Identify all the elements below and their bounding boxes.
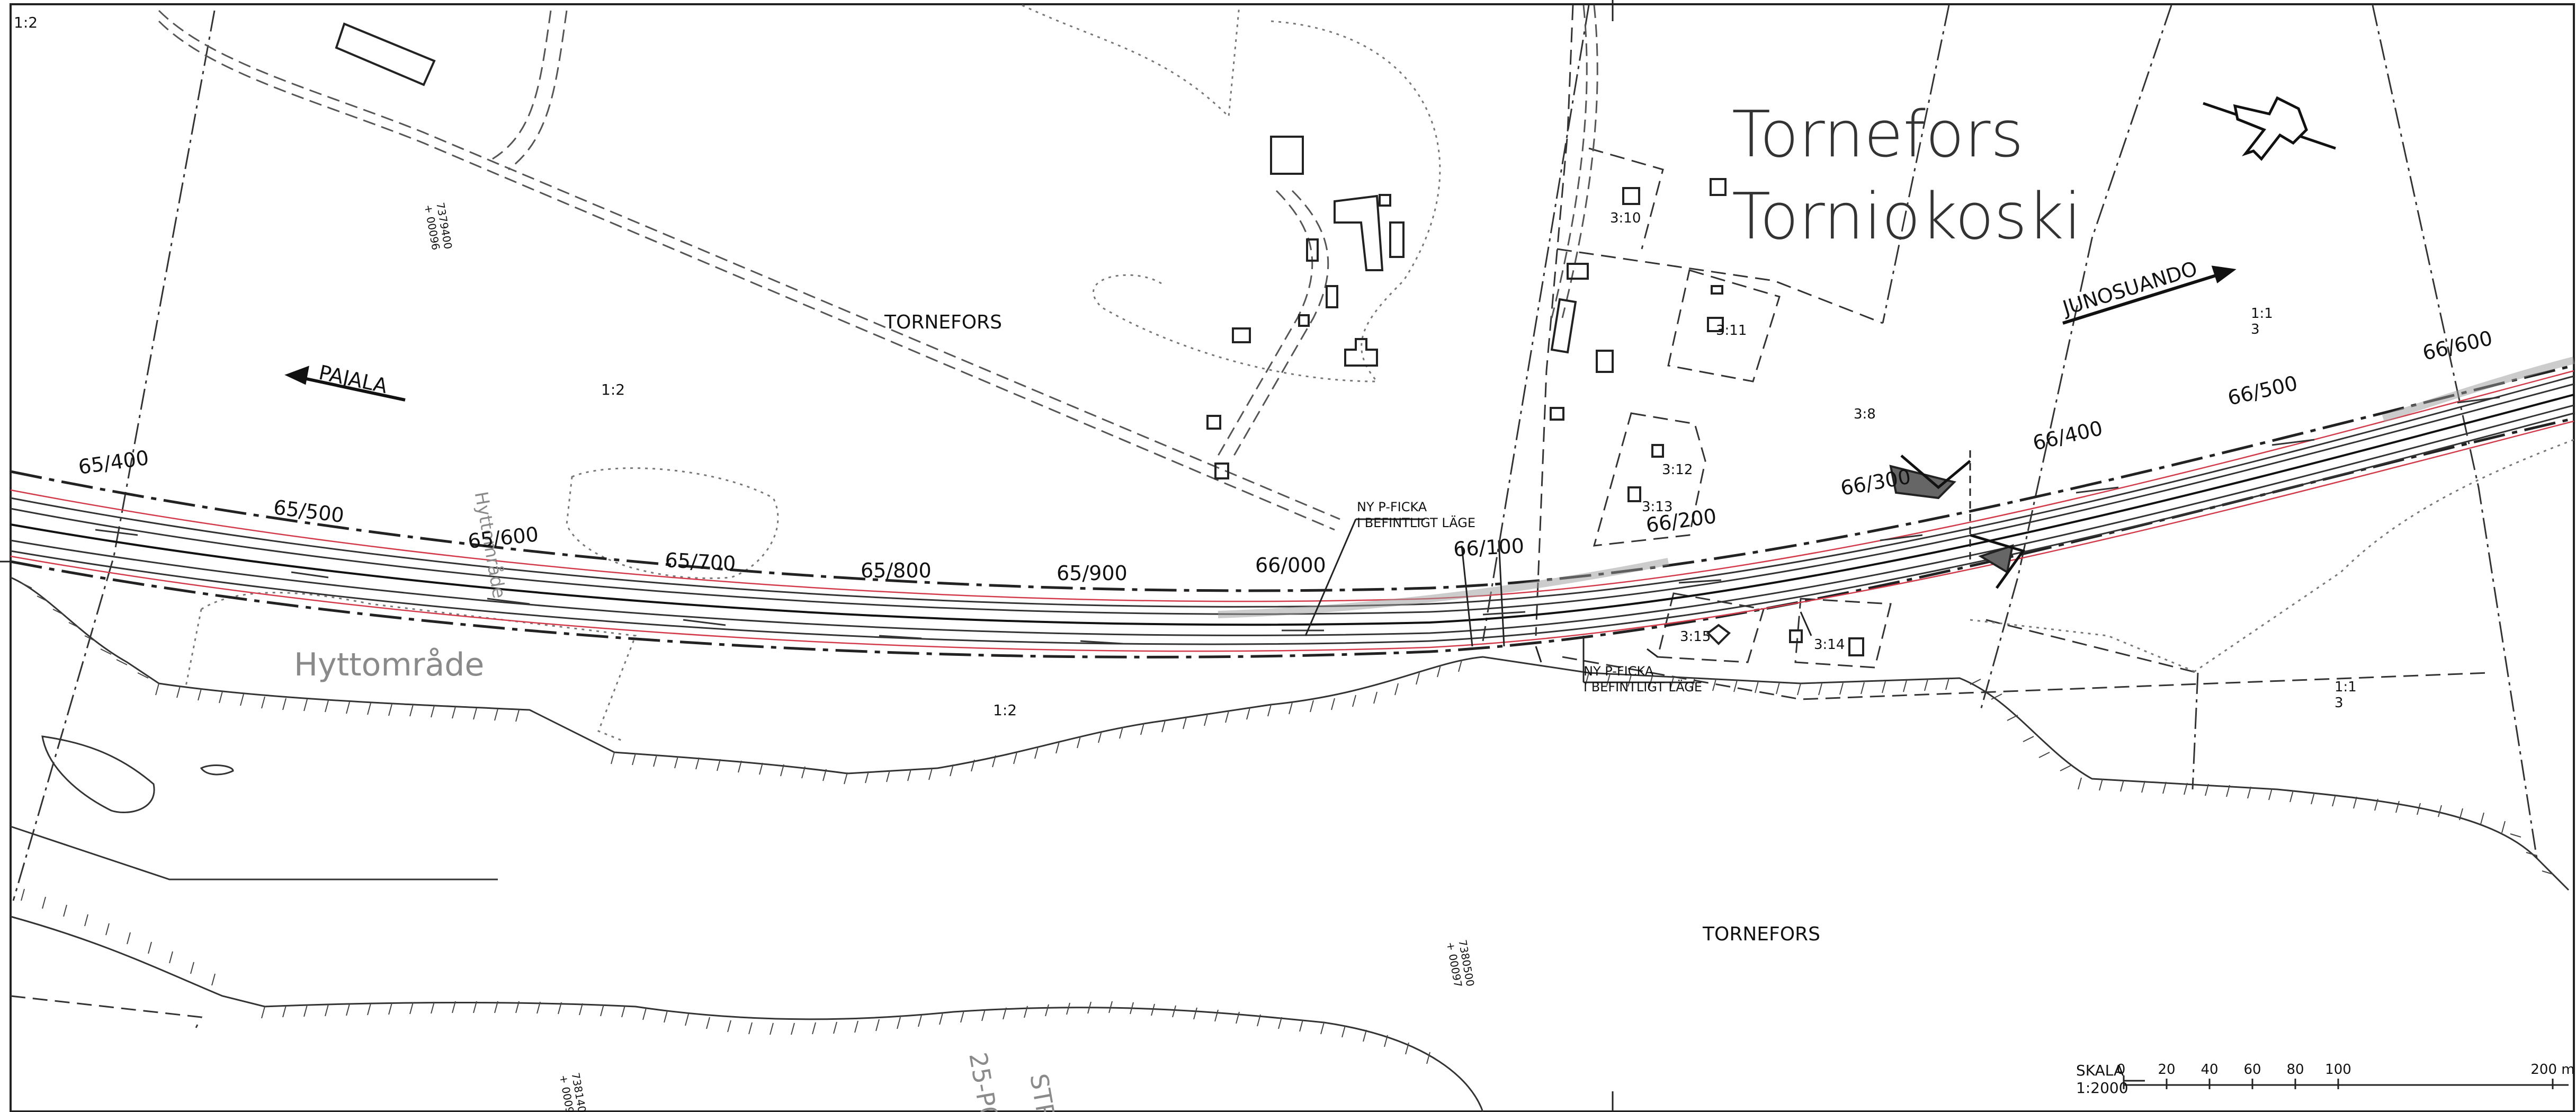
parcel-label: 3:13 xyxy=(1642,499,1672,515)
chainage-label: 65/400 xyxy=(77,446,150,479)
chainage-label: 66/400 xyxy=(2031,416,2105,455)
label-tornefors-north: TORNEFORS xyxy=(884,312,1002,333)
parcel-label: 3:10 xyxy=(1610,210,1641,226)
label-pajala: PAJALA xyxy=(317,361,389,398)
parcel-label: 3:12 xyxy=(1662,462,1693,478)
north-arrow-icon xyxy=(2203,96,2336,161)
scale-tick-label: 0 xyxy=(2117,1062,2126,1078)
existing-roads xyxy=(158,5,1598,531)
scale-bar xyxy=(2123,1075,2569,1089)
parcel-label: 3:14 xyxy=(1814,637,1845,653)
chainage-label: 66/500 xyxy=(2225,371,2300,410)
property-lines xyxy=(10,5,2490,1028)
buildings xyxy=(335,22,1864,656)
pficka-upper-line2: I BEFINTLIGT LÄGE xyxy=(1357,515,1475,530)
scale-tick-label: 20 xyxy=(2158,1062,2175,1078)
label-tornefors-south: TORNEFORS xyxy=(1702,923,1820,945)
chainage-label: 66/600 xyxy=(2420,326,2494,365)
chainage-label: 65/500 xyxy=(272,495,345,527)
road-markers xyxy=(95,396,2500,645)
chainage-label: 65/900 xyxy=(1057,562,1128,585)
river-banks xyxy=(10,576,2570,1112)
property-boundaries xyxy=(12,5,2538,901)
chainage-label: 66/100 xyxy=(1453,534,1525,561)
scale-ratio: 1:2000 xyxy=(2076,1079,2128,1097)
corner-label: 1:2 xyxy=(14,14,38,31)
chainage-label: 65/700 xyxy=(665,548,737,575)
coordinate-label: 7381400+ 00097 xyxy=(557,1072,590,1112)
scale-label: SKALA xyxy=(2076,1062,2124,1079)
place-name-finnish: Torniokoski xyxy=(1732,180,2081,254)
scale-tick-label: 60 xyxy=(2243,1062,2261,1078)
scale-tick-label: 40 xyxy=(2201,1062,2218,1078)
label-road-text: STRA xyxy=(1024,1072,1063,1112)
scale-tick-label: 100 xyxy=(2325,1062,2351,1078)
scale-tick-label: 80 xyxy=(2286,1062,2304,1078)
pficka-lower-line2: I BEFINTLIGT LÄGE xyxy=(1584,679,1702,695)
chainage-label: 66/300 xyxy=(1839,465,1912,500)
label-hyttomrade: Hyttområde xyxy=(294,646,484,683)
direction-arrows xyxy=(284,265,2237,402)
label-road-number: 25-P01 xyxy=(963,1051,1006,1112)
coordinate-label: 7379400+ 00096 xyxy=(422,201,455,252)
coordinate-label: 7380500+ 00097 xyxy=(1444,939,1477,990)
leader-lines xyxy=(1304,518,1812,683)
pficka-upper-line1: NY P-FICKA xyxy=(1357,500,1427,514)
place-name-swedish: Tornefors xyxy=(1732,98,2024,172)
pficka-lower-line1: NY P-FICKA xyxy=(1584,664,1654,679)
dotted-areas xyxy=(184,4,2574,743)
scale-end-label: 200 m xyxy=(2530,1062,2574,1078)
main-road xyxy=(10,357,2575,663)
parcel-label: 1:2 xyxy=(993,701,1017,719)
chainage-label: 65/800 xyxy=(861,559,932,582)
parcel-label: 3:15 xyxy=(1680,629,1711,645)
chainage-label: 66/000 xyxy=(1255,554,1326,577)
parcel-label: 3:11 xyxy=(1716,323,1747,339)
parcel-label: 1:2 xyxy=(601,381,625,398)
parcel-label: 3:8 xyxy=(1854,406,1876,422)
bank-hatching xyxy=(21,582,2553,1064)
sheet-frame xyxy=(10,3,2575,1112)
